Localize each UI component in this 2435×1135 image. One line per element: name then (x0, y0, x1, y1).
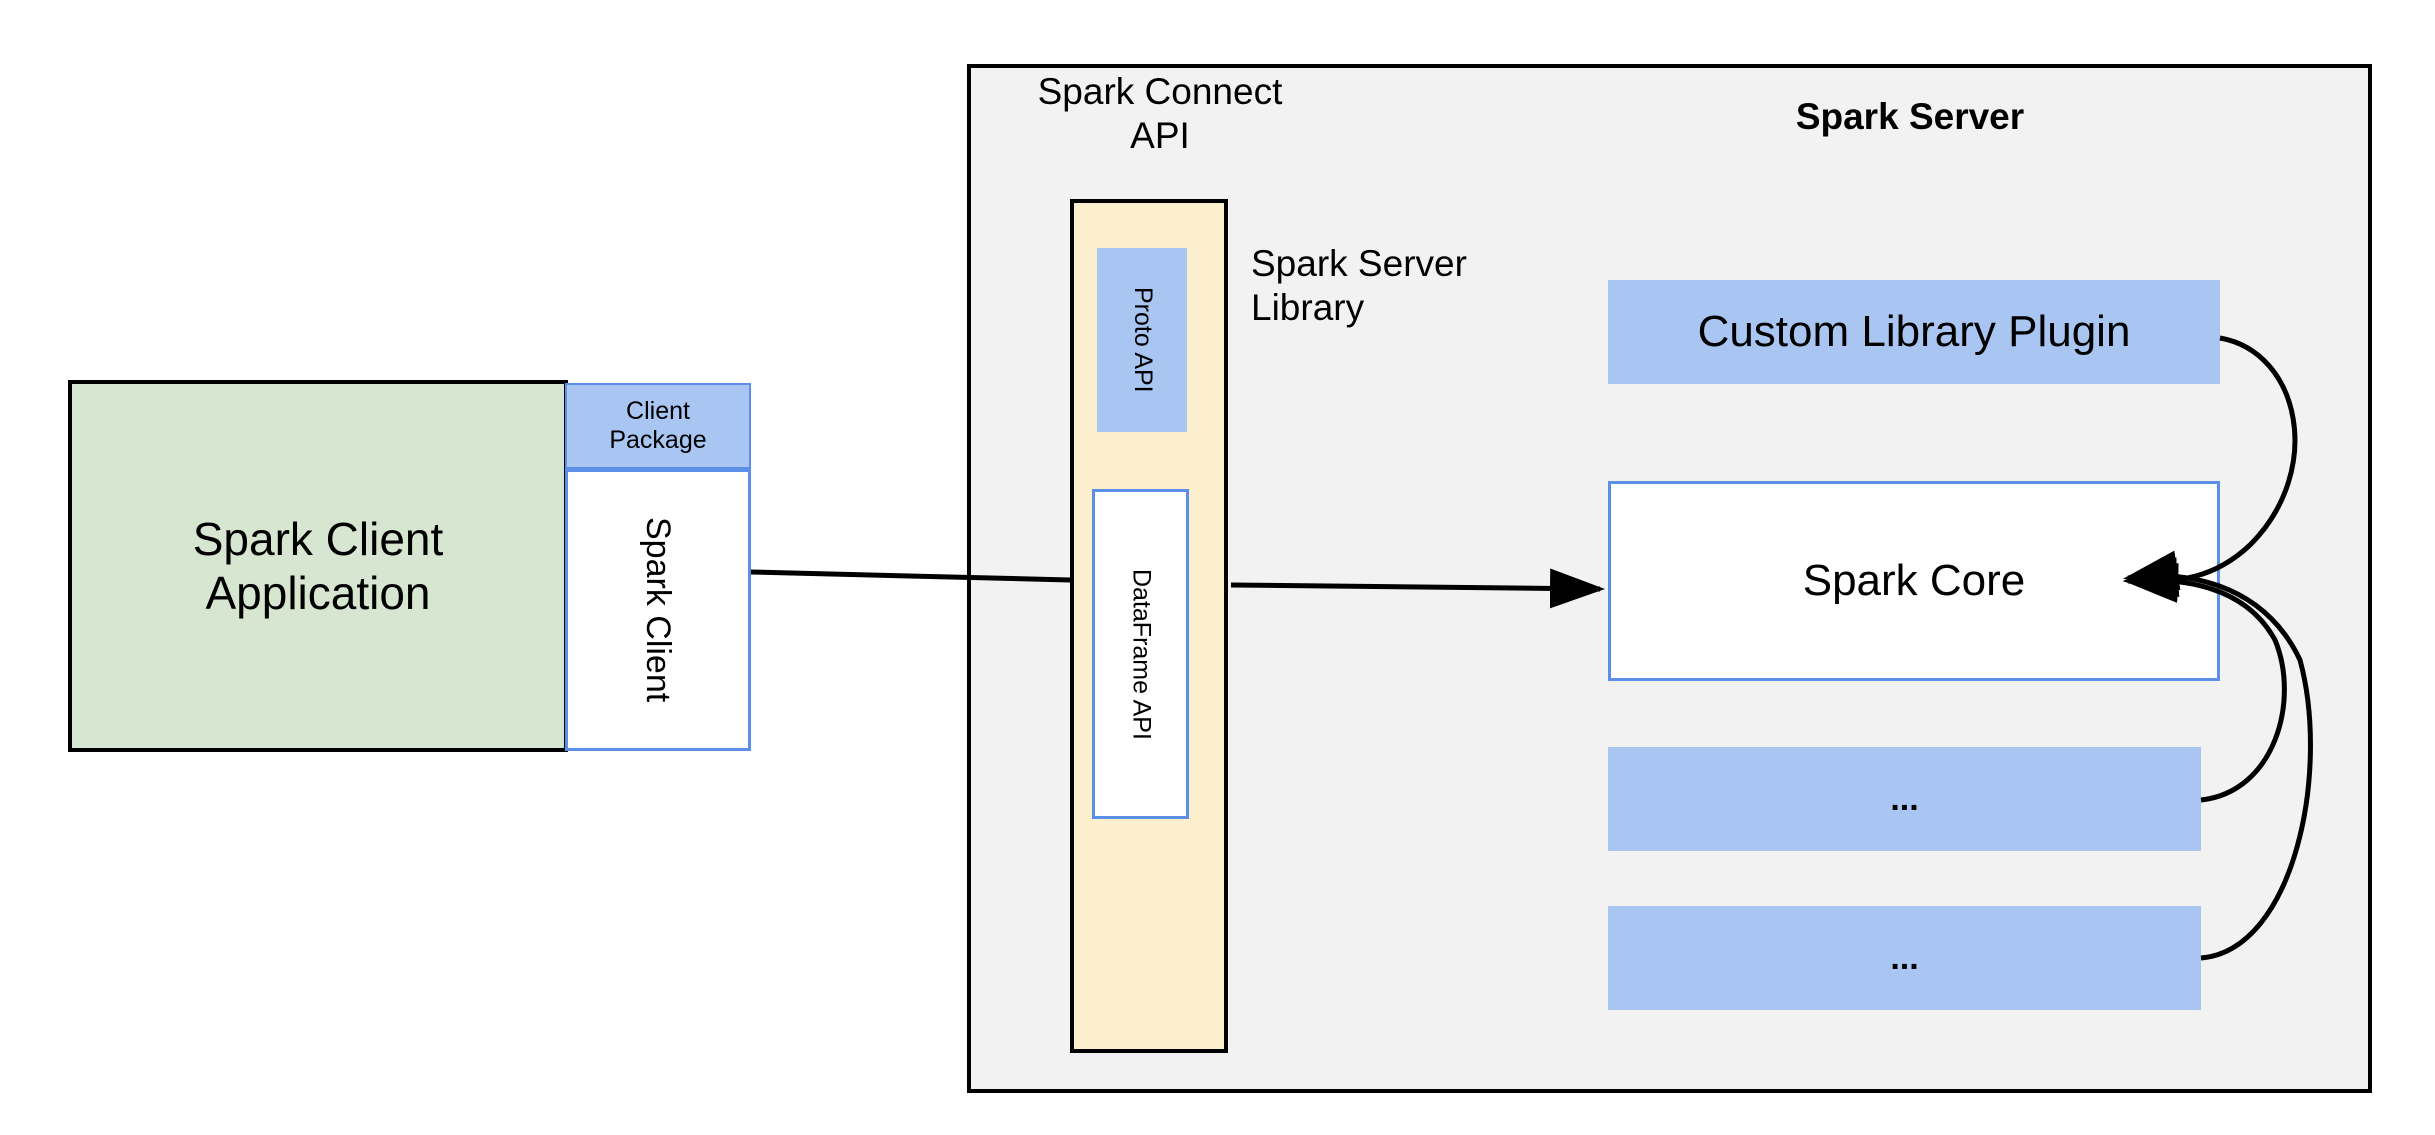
spark-client-label: Spark Client (639, 517, 678, 703)
spark-client-application-box[interactable]: Spark Client Application (68, 380, 568, 752)
spark-server-title: Spark Server (1795, 96, 2025, 137)
ellipsis-box-2[interactable]: ... (1608, 906, 2201, 1010)
spark-core-label: Spark Core (1802, 556, 2026, 606)
spark-server-library-label: Spark Server Library (1251, 243, 1467, 329)
proto-api-label: Proto API (1128, 287, 1157, 393)
dataframe-api-box[interactable]: DataFrame API (1092, 489, 1189, 819)
spark-client-application-label: Spark Client Application (192, 512, 444, 619)
client-package-box[interactable]: Client Package (565, 383, 751, 469)
custom-library-plugin-box[interactable]: Custom Library Plugin (1608, 280, 2220, 384)
custom-library-plugin-label: Custom Library Plugin (1697, 307, 2131, 357)
client-package-label: Client Package (609, 396, 707, 455)
spark-client-box[interactable]: Spark Client (565, 469, 751, 751)
spark-connect-api-label: Spark Connect API (1037, 71, 1283, 157)
dataframe-api-label: DataFrame API (1127, 568, 1156, 740)
ellipsis-box-1[interactable]: ... (1608, 747, 2201, 851)
ellipsis-label-1: ... (1890, 779, 1919, 818)
proto-api-box[interactable]: Proto API (1097, 248, 1187, 432)
spark-core-box[interactable]: Spark Core (1608, 481, 2220, 681)
ellipsis-label-2: ... (1890, 938, 1919, 977)
